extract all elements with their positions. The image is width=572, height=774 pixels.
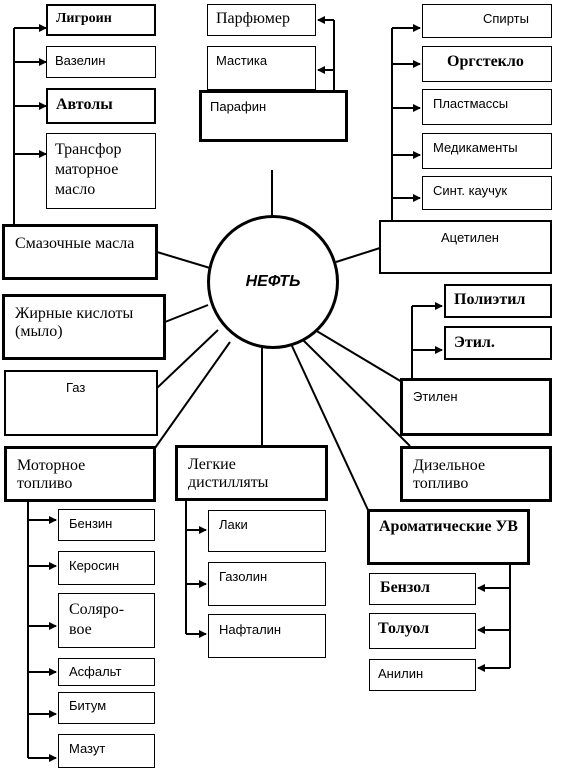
motor-fuel-item: Мазут	[58, 734, 155, 768]
center-ellipse-oil: НЕФТЬ	[207, 215, 339, 349]
distillate-item-label: Лаки	[219, 517, 248, 532]
node-motor-fuel-label: Моторное топливо	[17, 457, 86, 492]
node-lubricating-oils: Смазочные масла	[2, 224, 158, 280]
node-paraffin-label: Парафин	[210, 99, 267, 114]
aromatic-item: Анилин	[369, 659, 476, 691]
lubricant-item-label: Трансфор маторное масло	[55, 141, 122, 198]
distillate-item-label: Газолин	[219, 569, 268, 584]
motor-fuel-item-label: Мазут	[69, 741, 106, 756]
ethylene-item: Полиэтил	[444, 284, 552, 318]
motor-fuel-item: Бензин	[58, 509, 155, 541]
center-label: НЕФТЬ	[245, 273, 301, 290]
acetylene-item-label: Оргстекло	[447, 53, 524, 70]
node-diesel-fuel: Дизельное топливо	[400, 446, 552, 502]
acetylene-item-label: Синт. каучук	[433, 183, 508, 198]
lubricant-item-label: Вазелин	[55, 53, 106, 68]
acetylene-item-label: Медикаменты	[433, 140, 518, 155]
aromatic-item: Толуол	[369, 613, 476, 649]
node-motor-fuel: Моторное топливо	[4, 446, 156, 502]
aromatic-item-label: Толуол	[378, 620, 430, 637]
motor-fuel-item: Соляро-вое	[58, 593, 155, 648]
acetylene-item: Спирты	[422, 4, 552, 38]
lubricant-item: Вазелин	[46, 46, 156, 78]
distillate-item: Лаки	[208, 510, 326, 552]
aromatic-item-label: Анилин	[378, 666, 424, 681]
lubricant-item: Автолы	[46, 88, 156, 124]
node-gas: Газ	[4, 370, 158, 436]
acetylene-item: Пластмассы	[422, 89, 552, 125]
acetylene-item: Оргстекло	[422, 46, 552, 82]
motor-fuel-item: Керосин	[58, 551, 155, 585]
motor-fuel-item: Битум	[58, 692, 155, 724]
node-fatty-acids-label: Жирные кислоты (мыло)	[15, 305, 134, 340]
motor-fuel-item-label: Соляро-вое	[69, 601, 125, 638]
ethylene-item-label: Этил.	[454, 334, 495, 351]
motor-fuel-item-label: Битум	[69, 698, 107, 713]
node-gas-label: Газ	[66, 380, 86, 395]
motor-fuel-item-label: Асфальт	[69, 664, 122, 679]
node-aromatic-hc: Ароматические УВ	[367, 509, 530, 565]
node-aromatic-hc-label: Ароматические УВ	[379, 518, 518, 535]
ethylene-item: Этил.	[444, 326, 552, 360]
node-ethylene-label: Этилен	[413, 389, 458, 404]
ethylene-item-label: Полиэтил	[454, 291, 526, 308]
acetylene-item: Синт. каучук	[422, 176, 552, 210]
acetylene-item-label: Спирты	[483, 11, 529, 26]
paraffin-item-label: Мастика	[216, 53, 268, 68]
distillate-item-label: Нафталин	[219, 622, 282, 637]
paraffin-item-label: Парфюмер	[216, 10, 290, 27]
lubricant-item-label: Автолы	[56, 96, 113, 113]
node-lubricating-oils-label: Смазочные масла	[15, 235, 135, 252]
node-fatty-acids: Жирные кислоты (мыло)	[2, 294, 166, 360]
lubricant-item: Трансфор маторное масло	[46, 133, 156, 209]
distillate-item: Газолин	[208, 562, 326, 606]
motor-fuel-item: Асфальт	[58, 658, 155, 686]
node-light-distillates-label: Легкие дистилляты	[188, 456, 269, 491]
acetylene-item-label: Пластмассы	[433, 96, 509, 111]
node-ethylene: Этилен	[400, 378, 552, 436]
node-light-distillates: Легкие дистилляты	[175, 445, 328, 501]
node-acetylene: Ацетилен	[379, 220, 552, 274]
paraffin-item: Мастика	[207, 46, 316, 90]
distillate-item: Нафталин	[208, 614, 326, 658]
aromatic-item: Бензол	[369, 573, 476, 605]
motor-fuel-item-label: Керосин	[69, 558, 120, 573]
node-paraffin: Парафин	[199, 90, 348, 142]
lubricant-item-label: Лигроин	[56, 11, 112, 26]
acetylene-item: Медикаменты	[422, 133, 552, 169]
node-diesel-fuel-label: Дизельное топливо	[413, 457, 486, 492]
lubricant-item: Лигроин	[46, 4, 156, 36]
paraffin-item: Парфюмер	[207, 4, 316, 36]
node-acetylene-label: Ацетилен	[441, 230, 499, 245]
motor-fuel-item-label: Бензин	[69, 516, 113, 531]
aromatic-item-label: Бензол	[380, 579, 430, 596]
